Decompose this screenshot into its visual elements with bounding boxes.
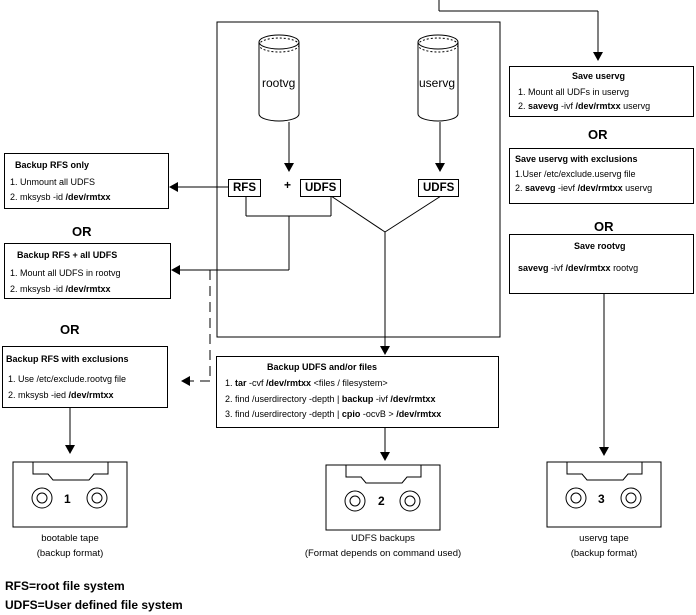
udfs-root-chip: UDFS <box>300 179 342 197</box>
save-uservg-box: Save uservg 1. Mount all UDFs in uservg … <box>509 66 694 117</box>
command: savevg <box>518 263 549 273</box>
tape-3-number: 3 <box>598 492 605 506</box>
line-text: 3. find /userdirectory -depth | <box>225 409 342 419</box>
tape-2-number: 2 <box>378 494 385 508</box>
line-text: 2. mksysb -id <box>10 192 66 202</box>
caption-line-2: (backup format) <box>570 548 638 559</box>
udfs-user-chip: UDFS <box>418 179 460 197</box>
rootvg-label: rootvg <box>262 76 296 90</box>
line-number: 2. <box>518 101 529 111</box>
flags: -ivf <box>548 263 566 273</box>
command: cpio <box>341 409 361 419</box>
device-name: /dev/rmtxx <box>65 284 111 294</box>
box-line-1: 1. Use /etc/exclude.rootvg file <box>8 374 127 384</box>
backup-rfs-exclusions-box: Backup RFS with exclusions 1. Use /etc/e… <box>2 346 168 408</box>
box-line-1: 1. Mount all UDFS in rootvg <box>10 268 121 278</box>
or-label-right-1: OR <box>588 127 608 142</box>
legend-rfs: RFS=root file system <box>5 579 125 593</box>
flags: -ivf <box>558 101 576 111</box>
tape-3-caption: uservg tape (backup format) <box>544 533 664 559</box>
box-line-1: savevg -ivf /dev/rmtxx rootvg <box>518 263 638 273</box>
caption-line-1: bootable tape <box>41 533 99 544</box>
command: savevg <box>528 101 559 111</box>
flags: -ievf <box>555 183 578 193</box>
caption-line-2: (Format depends on command used) <box>304 548 462 559</box>
box-line-1: 1. Mount all UDFs in uservg <box>518 87 630 97</box>
command: backup <box>341 394 374 404</box>
box-line-2: 2. find /userdirectory -depth | backup -… <box>225 394 435 404</box>
box-title: Backup UDFS and/or files <box>267 362 378 372</box>
legend-udfs: UDFS=User defined file system <box>5 598 183 612</box>
flags: -cvf <box>246 378 267 388</box>
line-tail: rootvg <box>610 263 639 273</box>
backup-rfs-all-udfs-box: Backup RFS + all UDFS 1. Mount all UDFS … <box>4 243 171 299</box>
or-label-right-2: OR <box>594 219 614 234</box>
box-line-2: 2. savevg -ievf /dev/rmtxx uservg <box>515 183 652 193</box>
device-name: /dev/rmtxx <box>396 409 442 419</box>
line-tail: uservg <box>620 101 651 111</box>
box-title: Save uservg <box>572 71 626 81</box>
or-label-left-2: OR <box>60 322 80 337</box>
uservg-label: uservg <box>419 76 456 90</box>
device-name: /dev/rmtxx <box>565 263 611 273</box>
device-name: /dev/rmtxx <box>266 378 312 388</box>
tape-1-caption: bootable tape (backup format) <box>10 533 130 559</box>
backup-udfs-files-box: Backup UDFS and/or files 1. tar -cvf /de… <box>216 356 499 428</box>
box-line-1: 1.User /etc/exclude.uservg file <box>515 169 636 179</box>
tape-3 <box>546 461 662 528</box>
box-line-2: 2. savevg -ivf /dev/rmtxx uservg <box>518 101 650 111</box>
save-rootvg-box: Save rootvg savevg -ivf /dev/rmtxx rootv… <box>509 234 694 294</box>
line-text: 2. mksysb -ied <box>8 390 69 400</box>
flags: -ocvB > <box>360 409 397 419</box>
box-title: Backup RFS only <box>15 160 90 170</box>
line-text: 2. mksysb -id <box>10 284 66 294</box>
rootvg-cylinder <box>258 34 300 122</box>
command: tar <box>235 378 247 388</box>
caption-line-1: uservg tape <box>579 533 629 544</box>
box-line-2: 2. mksysb -id /dev/rmtxx <box>10 284 111 294</box>
or-label-left-1: OR <box>72 224 92 239</box>
tape-1 <box>12 461 128 528</box>
line-tail: <files / filesystem> <box>311 378 388 388</box>
line-number: 2. <box>515 183 526 193</box>
rfs-chip: RFS <box>228 179 261 197</box>
box-title: Save rootvg <box>574 241 626 251</box>
uservg-cylinder <box>417 34 459 122</box>
box-line-1: 1. tar -cvf /dev/rmtxx <files / filesyst… <box>225 378 388 388</box>
device-name: /dev/rmtxx <box>575 101 621 111</box>
save-uservg-exclusions-box: Save uservg with exclusions 1.User /etc/… <box>509 148 694 204</box>
box-title: Backup RFS with exclusions <box>6 354 129 364</box>
flags: -ivf <box>373 394 391 404</box>
line-tail: uservg <box>622 183 653 193</box>
tape-1-number: 1 <box>64 492 71 506</box>
line-text: 2. find /userdirectory -depth | <box>225 394 342 404</box>
box-title: Save uservg with exclusions <box>515 154 638 164</box>
volume-frame <box>216 21 501 338</box>
plus-sign: + <box>284 178 292 192</box>
box-line-2: 2. mksysb -id /dev/rmtxx <box>10 192 111 202</box>
line-number: 1. <box>225 378 236 388</box>
command: savevg <box>525 183 556 193</box>
box-line-2: 2. mksysb -ied /dev/rmtxx <box>8 390 114 400</box>
box-line-3: 3. find /userdirectory -depth | cpio -oc… <box>225 409 441 419</box>
tape-2-caption: UDFS backups (Format depends on command … <box>283 533 483 559</box>
device-name: /dev/rmtxx <box>577 183 623 193</box>
caption-line-1: UDFS backups <box>351 533 415 544</box>
device-name: /dev/rmtxx <box>68 390 114 400</box>
box-line-1: 1. Unmount all UDFS <box>10 177 96 187</box>
device-name: /dev/rmtxx <box>390 394 436 404</box>
tape-2 <box>325 464 441 531</box>
caption-line-2: (backup format) <box>36 548 104 559</box>
backup-rfs-only-box: Backup RFS only 1. Unmount all UDFS 2. m… <box>4 153 169 209</box>
device-name: /dev/rmtxx <box>65 192 111 202</box>
box-title: Backup RFS + all UDFS <box>17 250 118 260</box>
